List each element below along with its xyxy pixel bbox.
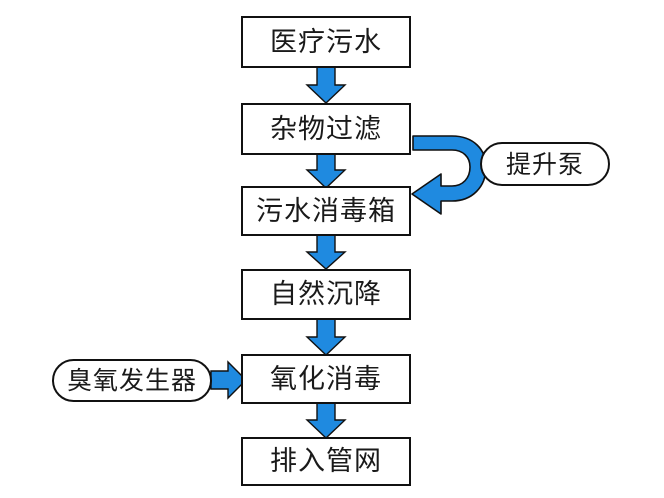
node-label: 自然沉降 xyxy=(270,279,382,310)
node-lift-pump[interactable]: 提升泵 xyxy=(480,142,610,186)
node-label: 臭氧发生器 xyxy=(66,366,197,395)
node-label: 污水消毒箱 xyxy=(256,195,396,227)
node-label: 排入管网 xyxy=(270,446,382,477)
arrow-oxidation-to-discharge xyxy=(305,401,347,439)
node-label: 医疗污水 xyxy=(270,26,382,58)
node-discharge-to-pipe-network[interactable]: 排入管网 xyxy=(241,437,411,486)
node-oxidation-disinfection[interactable]: 氧化消毒 xyxy=(241,354,411,404)
node-label: 氧化消毒 xyxy=(270,363,382,395)
node-debris-filtration[interactable]: 杂物过滤 xyxy=(241,103,411,155)
arrow-tank-to-sedimentation xyxy=(305,233,347,270)
node-label: 杂物过滤 xyxy=(270,113,382,145)
node-medical-wastewater[interactable]: 医疗污水 xyxy=(241,16,411,68)
node-label: 提升泵 xyxy=(505,149,584,179)
arrow-wastewater-to-filtration xyxy=(305,65,347,104)
arrow-pump-hook xyxy=(411,135,487,215)
node-sewage-disinfection-tank[interactable]: 污水消毒箱 xyxy=(241,186,411,236)
arrow-sedimentation-to-oxidation xyxy=(305,317,347,356)
arrow-filtration-to-tank xyxy=(305,152,347,189)
node-ozone-generator[interactable]: 臭氧发生器 xyxy=(52,359,212,402)
node-natural-sedimentation[interactable]: 自然沉降 xyxy=(241,269,411,320)
